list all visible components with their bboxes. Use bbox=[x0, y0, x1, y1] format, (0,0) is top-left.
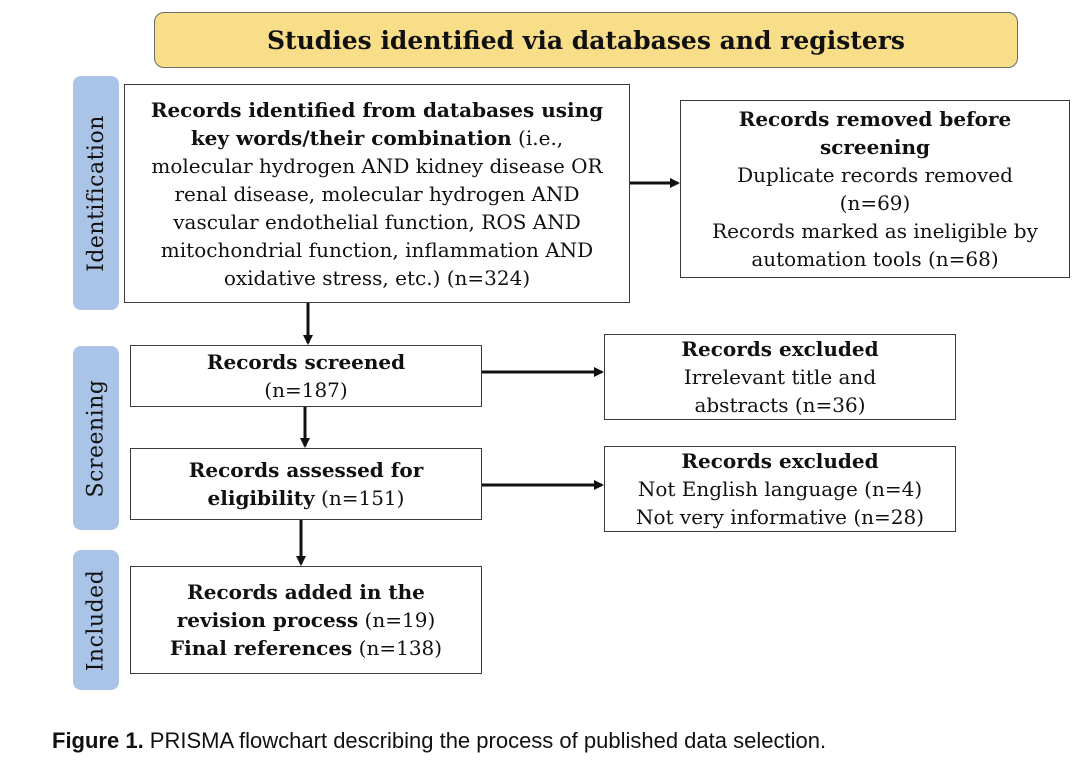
records-removed-ineligible: Records marked as ineligible by automati… bbox=[712, 219, 1038, 271]
included-final-count: (n=138) bbox=[352, 636, 443, 660]
box-records-screened: Records screened (n=187) bbox=[130, 345, 482, 407]
box-records-identified: Records identified from databases using … bbox=[124, 84, 630, 303]
box-records-assessed: Records assessed for eligibility (n=151) bbox=[130, 448, 482, 520]
figure-caption: Figure 1. PRISMA flowchart describing th… bbox=[52, 728, 826, 754]
figure-caption-label: Figure 1. bbox=[52, 728, 144, 753]
records-identified-detail: (i.e., molecular hydrogen AND kidney dis… bbox=[151, 125, 603, 290]
box-records-removed: Records removed before screening Duplica… bbox=[680, 100, 1070, 278]
flowchart-header: Studies identified via databases and reg… bbox=[154, 12, 1018, 68]
records-removed-title: Records removed before screening bbox=[738, 107, 1012, 159]
included-final-text: Final references (n=138) bbox=[170, 634, 442, 662]
records-excluded-1-title: Records excluded bbox=[681, 337, 879, 361]
records-excluded-1-reason: Irrelevant title and abstracts (n=36) bbox=[683, 365, 877, 417]
records-assessed-text: Records assessed for eligibility (n=151) bbox=[139, 456, 473, 512]
records-excluded-2-language: Not English language (n=4) bbox=[637, 477, 923, 501]
records-screened-count: (n=187) bbox=[264, 378, 348, 402]
box-records-excluded-1: Records excluded Irrelevant title and ab… bbox=[604, 334, 956, 420]
box-included: Records added in the revision process (n… bbox=[130, 566, 482, 674]
included-added-bold: Records added in the revision process bbox=[176, 580, 425, 632]
records-excluded-2-title: Records excluded bbox=[681, 449, 879, 473]
included-added-count: (n=19) bbox=[358, 608, 436, 632]
records-removed-duplicates: Duplicate records removed (n=69) bbox=[737, 163, 1013, 215]
phase-screening: Screening bbox=[73, 346, 119, 530]
phase-identification: Identification bbox=[73, 76, 119, 310]
phase-included: Included bbox=[73, 550, 119, 690]
included-added-text: Records added in the revision process (n… bbox=[139, 578, 473, 634]
records-identified-bold: Records identified from databases using … bbox=[150, 97, 604, 150]
records-screened-title: Records screened bbox=[206, 350, 406, 374]
records-assessed-bold: Records assessed for eligibility bbox=[188, 458, 424, 510]
figure-caption-text: PRISMA flowchart describing the process … bbox=[143, 728, 827, 753]
records-identified-text: Records identified from databases using … bbox=[139, 96, 615, 292]
included-final-bold: Final references bbox=[169, 636, 353, 660]
box-records-excluded-2: Records excluded Not English language (n… bbox=[604, 446, 956, 532]
records-assessed-count: (n=151) bbox=[314, 486, 405, 510]
header-text: Studies identified via databases and reg… bbox=[267, 25, 905, 55]
records-excluded-2-informative: Not very informative (n=28) bbox=[635, 505, 925, 529]
